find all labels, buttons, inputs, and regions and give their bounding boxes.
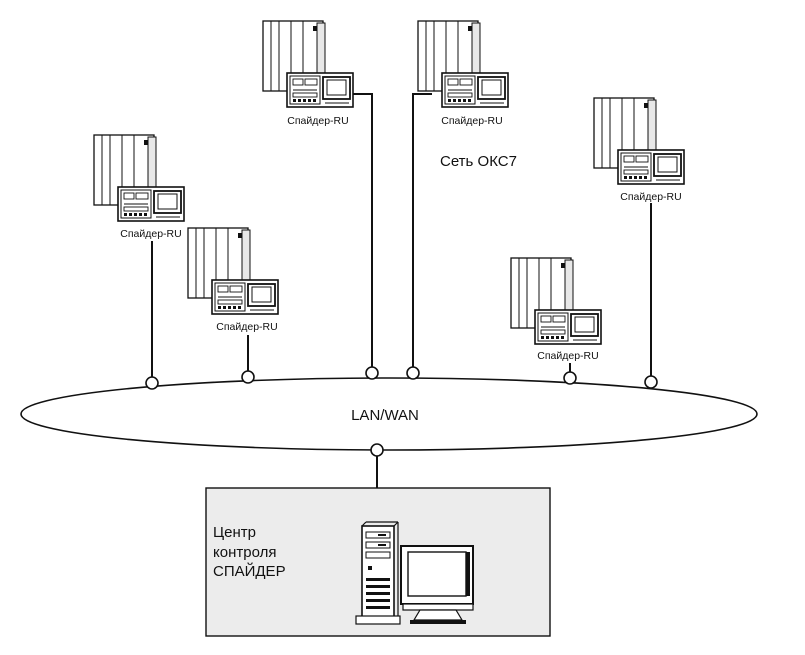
probe-label: Спайдер-RU bbox=[287, 115, 348, 127]
control-center-line2: контроля bbox=[213, 544, 276, 561]
tower-server-icon bbox=[355, 521, 401, 625]
probe-label: Спайдер-RU bbox=[441, 115, 502, 127]
ss7-network-label: Сеть ОКС7 bbox=[440, 153, 517, 170]
rack-with-monitoring-terminal-icon bbox=[187, 227, 279, 315]
probe-label: Спайдер-RU bbox=[620, 191, 681, 203]
network-node-icon bbox=[370, 443, 384, 457]
network-node-icon bbox=[644, 375, 658, 389]
network-node-icon bbox=[406, 366, 420, 380]
probe-1: Спайдер-RU bbox=[262, 20, 354, 127]
network-node-icon bbox=[365, 366, 379, 380]
control-center-line3: СПАЙДЕР bbox=[213, 562, 286, 580]
rack-with-monitoring-terminal-icon bbox=[593, 97, 685, 185]
probe-6: Спайдер-RU bbox=[510, 257, 602, 362]
rack-with-monitoring-terminal-icon bbox=[510, 257, 602, 345]
probe-label: Спайдер-RU bbox=[120, 228, 181, 240]
probe-2: Спайдер-RU bbox=[417, 20, 509, 127]
probe-4: Спайдер-RU bbox=[187, 227, 279, 333]
rack-with-monitoring-terminal-icon bbox=[262, 20, 354, 108]
network-node-icon bbox=[563, 371, 577, 385]
control-center-line1: Центр bbox=[213, 524, 256, 541]
network-node-icon bbox=[145, 376, 159, 390]
probe-label: Спайдер-RU bbox=[537, 350, 598, 362]
probe-5: Спайдер-RU bbox=[593, 97, 685, 203]
lan-wan-ellipse bbox=[20, 377, 758, 451]
network-nodes bbox=[145, 366, 658, 457]
probe-3: Спайдер-RU bbox=[93, 134, 185, 240]
lan-wan-label: LAN/WAN bbox=[351, 407, 419, 424]
crt-monitor-icon bbox=[400, 545, 474, 624]
probe-label: Спайдер-RU bbox=[216, 321, 277, 333]
network-node-icon bbox=[241, 370, 255, 384]
rack-with-monitoring-terminal-icon bbox=[93, 134, 185, 222]
connection-lines bbox=[151, 93, 652, 580]
